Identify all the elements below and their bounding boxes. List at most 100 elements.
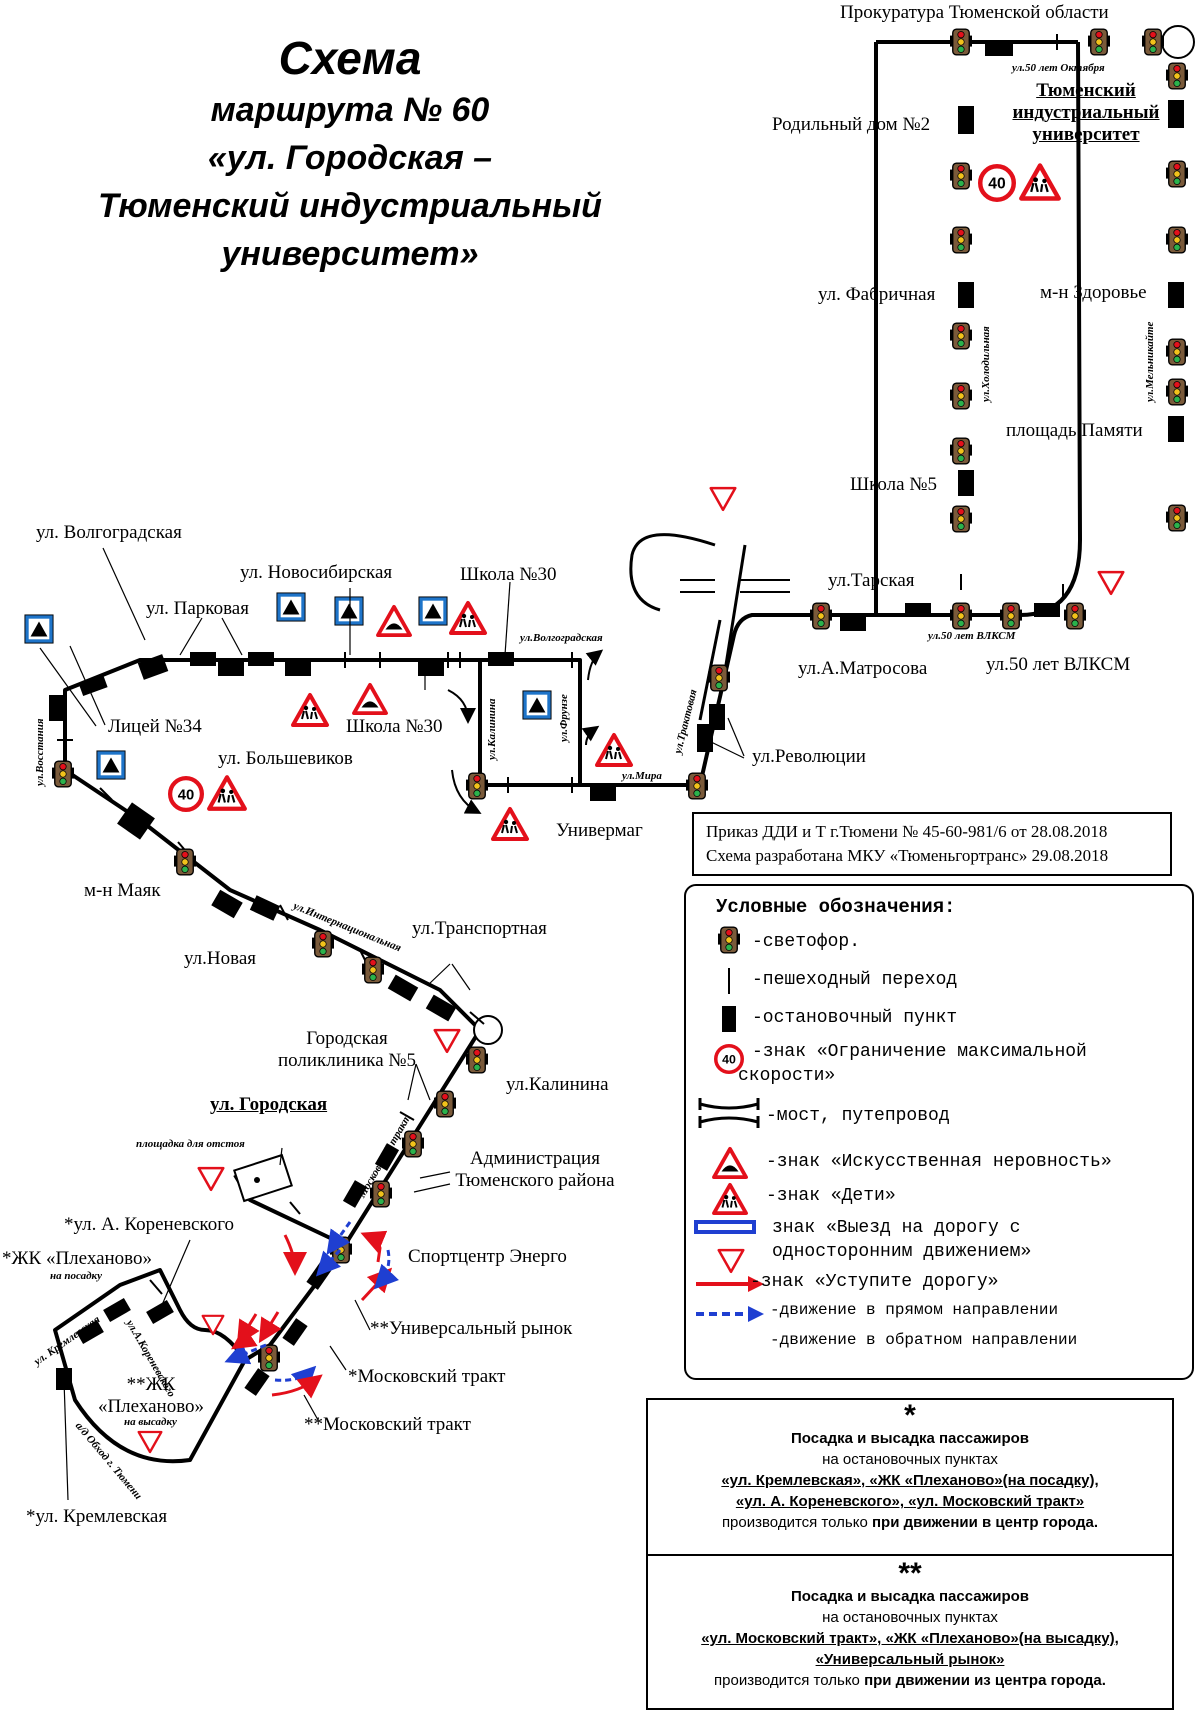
note1-line1: на остановочных пунктах — [822, 1451, 998, 1468]
note-box-1: * Посадка и высадка пассажиров на остано… — [646, 1398, 1174, 1556]
turn-arrows — [447, 649, 604, 814]
legend: Условные обозначения: -светофор. -пешехо… — [684, 884, 1194, 1380]
note1-star: * — [904, 1399, 916, 1432]
legend-item-speed-line2: скорости» — [738, 1066, 836, 1086]
title-line-5: университет» — [221, 235, 479, 273]
note1-tail-plain: производится только — [721, 1514, 872, 1531]
stop-label-transportnaya: ул.Транспортная — [412, 918, 547, 939]
legend-item-forward: -движение в прямом направлении — [770, 1301, 1059, 1319]
order-info-box: Приказ ДДИ и Т г.Тюмени № 45-60-981/6 от… — [692, 812, 1172, 876]
legend-item-reverse: -движение в обратном направлении — [770, 1331, 1078, 1349]
street-label-let50-vlksm: ул.50 лет ВЛКСМ — [928, 630, 1016, 642]
stop-label-volgogradskaya: ул. Волгоградская — [36, 522, 182, 543]
legend-item-bump: -знак «Искусственная неровность» — [766, 1152, 1112, 1172]
legend-title: Условные обозначения: — [716, 896, 956, 918]
stop-label-litsey34: Лицей №34 — [108, 716, 202, 737]
stop-label-vlksm: ул.50 лет ВЛКСМ — [986, 654, 1131, 675]
note2-line1: на остановочных пунктах — [822, 1609, 998, 1626]
street-label-let50-oct: ул.50 лет Октября — [1012, 62, 1105, 74]
overpass-loop — [629, 533, 716, 612]
stop-label-prokuratura: Прокуратура Тюменской области — [840, 2, 1109, 23]
stop-label-moskovsky2: **Московский тракт — [304, 1414, 471, 1435]
street-label-volgogradskaya: ул.Волгоградская — [520, 632, 603, 644]
leader-lines — [39, 547, 745, 1501]
stop-label-novosibirskaya: ул. Новосибирская — [240, 562, 393, 583]
note2-tail-plain: производится только — [714, 1672, 865, 1689]
street-label-vosstaniya: ул.Восстания — [34, 718, 46, 786]
legend-item-oneway-line2: односторонним движением» — [772, 1242, 1032, 1262]
legend-item-traffic-light: -светофор. — [752, 932, 861, 952]
stop-markers — [49, 44, 1184, 1396]
stop-label-fabrichnaya: ул. Фабричная — [818, 284, 936, 305]
stop-label-kalinina: ул.Калинина — [506, 1074, 609, 1095]
legend-yield-icon — [717, 1248, 745, 1274]
layover-area — [233, 1153, 293, 1203]
legend-traffic-light-icon — [718, 926, 740, 954]
stop-label-school5: Школа №5 — [850, 474, 937, 495]
label-otstoy: площадка для отстоя — [136, 1138, 245, 1150]
stop-label-matrosova: ул.А.Матросова — [798, 658, 928, 679]
legend-oneway-icon — [694, 1220, 756, 1234]
stop-label-zdorovye: м-н Здоровье — [1040, 282, 1147, 303]
note2-star: ** — [898, 1557, 922, 1590]
note2-heading: Посадка и высадка пассажиров — [791, 1588, 1029, 1605]
order-line-2: Схема разработана МКУ «Тюменьгортранс» 2… — [706, 846, 1109, 865]
stop-label-poliklinika: Городская поликлиника №5 — [277, 1028, 417, 1071]
legend-arrows — [696, 1276, 764, 1322]
legend-bump-icon — [711, 1146, 749, 1180]
legend-item-stop: -остановочный пункт — [752, 1008, 958, 1028]
legend-item-kids: -знак «Дети» — [766, 1186, 896, 1206]
note1-stops2: «ул. А. Кореневского», «ул. Московский т… — [735, 1493, 1085, 1510]
order-line-1: Приказ ДДИ и Т г.Тюмени № 45-60-981/6 от… — [706, 822, 1108, 841]
note2-tail-bold: при движении из центра города. — [864, 1672, 1106, 1689]
legend-item-speed-line1: -знак «Ограничение максимальной — [752, 1042, 1087, 1062]
stop-label-gorodskaya: ул. Городская — [210, 1094, 328, 1115]
street-label-kholodilnaya: ул.Холодильная — [980, 326, 992, 402]
stop-label-novaya: ул.Новая — [184, 948, 257, 969]
title-line-2: маршрута № 60 — [210, 91, 490, 129]
stop-label-sportcenter: Спортцентр Энерго — [408, 1246, 567, 1267]
direction-arrows — [224, 1221, 400, 1399]
stop-label-univermag: Универмаг — [556, 820, 643, 841]
note1-tail-bold: при движении в центр города. — [871, 1514, 1099, 1531]
street-label-mira: ул.Мира — [622, 770, 662, 782]
stop-label-roddom: Родильный дом №2 — [772, 114, 931, 135]
stop-label-administratsiya: Администрация Тюменского района — [455, 1148, 615, 1191]
legend-item-crossing: -пешеходный переход — [752, 970, 958, 990]
stop-label-plekhanovo-alight: **ЖК «Плеханово» — [97, 1374, 205, 1417]
stop-label-moskovsky1: *Московский тракт — [348, 1366, 506, 1387]
label-board-note: на посадку — [50, 1270, 102, 1282]
label-alight-note: на высадку — [124, 1416, 177, 1428]
stop-label-mayak: м-н Маяк — [84, 880, 161, 901]
note1-stops1: «ул. Кремлевская», «ЖК «Плеханово»(на по… — [721, 1472, 1099, 1489]
stop-label-kremlevskaya: *ул. Кремлевская — [26, 1506, 168, 1527]
legend-item-bridge: -мост, путепровод — [766, 1106, 950, 1126]
legend-kids-icon — [711, 1182, 749, 1216]
legend-item-yield: -знак «Уступите дорогу» — [750, 1272, 999, 1292]
title-line-3: «ул. Городская – — [207, 139, 493, 177]
stop-label-korenevskogo: *ул. А. Кореневского — [64, 1214, 235, 1235]
stop-label-school30-bottom: Школа №30 — [346, 716, 443, 737]
stop-label-parkovaya: ул. Парковая — [146, 598, 249, 619]
stop-label-rynok: **Универсальный рынок — [370, 1318, 573, 1339]
terminus-university — [1161, 25, 1195, 59]
note2-stops1: «ул. Московский тракт», «ЖК «Плеханово»(… — [701, 1630, 1119, 1647]
legend-stop-icon — [722, 1006, 736, 1032]
legend-forward-arrow-icon — [748, 1276, 764, 1292]
note1-heading: Посадка и высадка пассажиров — [791, 1430, 1029, 1447]
stop-label-ploshchad: площадь Памяти — [1006, 420, 1143, 441]
street-label-melnikaite: ул.Мельникайте — [1144, 321, 1156, 402]
stop-label-plekhanovo-board: *ЖК «Плеханово» — [2, 1248, 153, 1269]
note2-stops2: «Универсальный рынок» — [815, 1651, 1005, 1668]
street-label-frunze: ул.Фрунзе — [558, 694, 570, 742]
stop-label-school30-top: Школа №30 — [460, 564, 557, 585]
legend-bridge-icon — [698, 1098, 760, 1128]
legend-item-oneway-line1: знак «Выезд на дорогу с — [772, 1218, 1021, 1238]
map-title: Схема маршрута № 60 «ул. Городская – Тюм… — [40, 30, 660, 278]
title-line-1: Схема — [278, 32, 422, 84]
stop-label-bolshevikov: ул. Большевиков — [218, 748, 353, 769]
legend-reverse-arrow-icon — [748, 1306, 764, 1322]
street-label-kalinina: ул.Калинина — [486, 698, 498, 760]
stop-label-tarskaya: ул.Тарская — [828, 570, 915, 591]
stop-label-university: Тюменский индустриальный университет — [1012, 80, 1160, 145]
